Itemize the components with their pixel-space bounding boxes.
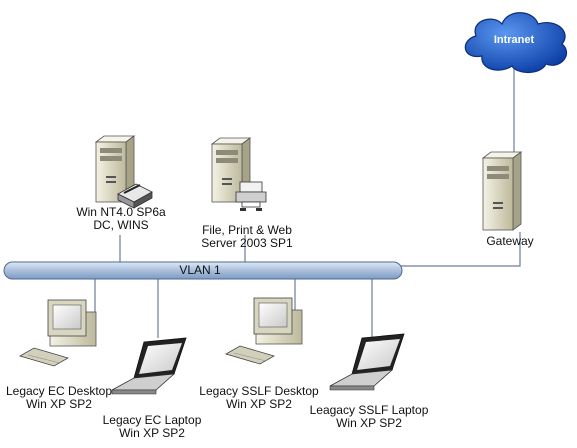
ec-laptop-label-line1: Legacy EC Laptop xyxy=(102,413,202,427)
sslf-desktop-label-line1: Legacy SSLF Desktop xyxy=(199,384,319,398)
sslf-laptop-label-line1: Leagacy SSLF Laptop xyxy=(309,403,429,417)
dc-server-label: Win NT4.0 SP6a DC, WINS xyxy=(58,206,184,232)
ec-laptop-icon xyxy=(111,337,187,395)
sslf-laptop-label: Leagacy SSLF Laptop Win XP SP2 xyxy=(304,404,434,430)
intranet-cloud-icon xyxy=(464,12,568,74)
file-server-label-line2: Server 2003 SP1 xyxy=(201,236,293,250)
connection-lines xyxy=(94,66,521,338)
ec-laptop-label: Legacy EC Laptop Win XP SP2 xyxy=(96,414,208,440)
ec-desktop-icon xyxy=(18,299,97,367)
link-gateway-vlan xyxy=(398,232,521,267)
sslf-desktop-label: Legacy SSLF Desktop Win XP SP2 xyxy=(196,385,322,411)
ec-desktop-label: Legacy EC Desktop Win XP SP2 xyxy=(0,385,118,411)
ec-desktop-label-line2: Win XP SP2 xyxy=(26,397,92,411)
file-server-label: File, Print & Web Server 2003 SP1 xyxy=(182,224,312,250)
dc-server-label-line1: Win NT4.0 SP6a xyxy=(76,205,166,219)
file-server-icon xyxy=(210,137,252,203)
sslf-laptop-label-line2: Win XP SP2 xyxy=(336,416,402,430)
file-server-label-line1: File, Print & Web xyxy=(202,223,292,237)
vlan-label: VLAN 1 xyxy=(179,263,221,277)
sslf-desktop-label-line2: Win XP SP2 xyxy=(226,397,292,411)
ec-desktop-label-line1: Legacy EC Desktop xyxy=(5,384,113,398)
dc-server-label-line2: DC, WINS xyxy=(93,218,149,232)
sslf-desktop-icon xyxy=(224,297,303,365)
cloud-label: Intranet xyxy=(493,34,535,46)
file-server-printer-icon xyxy=(235,181,267,211)
ec-laptop-label-line2: Win XP SP2 xyxy=(119,426,185,440)
dc-printer-icon xyxy=(117,183,153,209)
sslf-laptop-icon xyxy=(329,333,405,391)
gateway-label: Gateway xyxy=(486,234,534,248)
gateway-server-icon xyxy=(481,151,523,231)
vlan-bus xyxy=(3,261,403,280)
